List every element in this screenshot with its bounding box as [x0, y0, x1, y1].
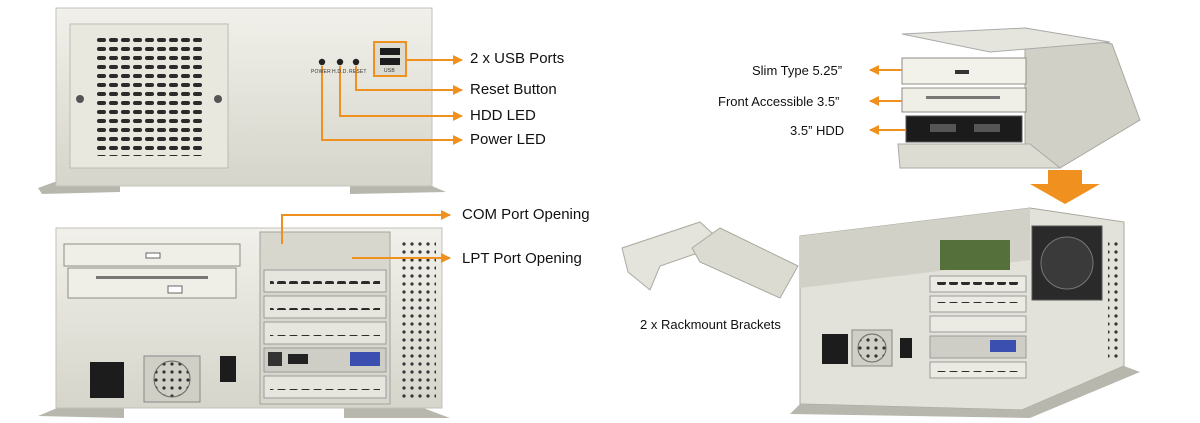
expansion-slot-covers — [263, 269, 387, 399]
rear-foot-right — [344, 406, 450, 418]
open-chassis — [790, 207, 1140, 418]
reset-button-label: Reset Button — [470, 81, 557, 98]
reset-label: RESET — [349, 69, 367, 75]
rackmount-brackets — [621, 221, 799, 299]
hdd-led-callout-label: HDD LED — [470, 107, 536, 124]
hdd-led-icon — [336, 58, 344, 66]
open-expansion-slots — [929, 275, 1027, 379]
hdd-drive — [905, 115, 1023, 143]
rackmount-brackets-label: 2 x Rackmount Brackets — [640, 317, 781, 332]
usb-label: USB — [384, 68, 395, 74]
drive-cage — [869, 27, 1141, 169]
rear-side-vent — [400, 240, 436, 400]
bracket-2 — [691, 227, 799, 299]
usb-port-2-icon — [380, 58, 400, 65]
side-vent-open — [1108, 240, 1122, 360]
usb-ports-label: 2 x USB Ports — [470, 50, 565, 67]
cage-top-plate — [901, 27, 1111, 53]
front-vent-grille — [96, 36, 202, 156]
assembly-down-arrow-icon — [1030, 170, 1100, 204]
rear-panel — [38, 210, 451, 418]
hdd-led-label: H.D.D. — [332, 69, 349, 75]
com-port-label: COM Port Opening — [462, 206, 590, 223]
power-led-label: POWER — [311, 69, 331, 75]
power-led-icon — [318, 58, 326, 66]
front-accessible-label: Front Accessible 3.5” — [718, 94, 840, 109]
bracket-1 — [621, 221, 725, 291]
floppy-drive-bay — [67, 267, 237, 299]
front-panel — [38, 7, 463, 194]
cage-base-plate — [897, 143, 1062, 169]
power-switch-icon — [220, 356, 236, 382]
hdd-label: 3.5” HDD — [790, 123, 845, 138]
door-screw-left-icon — [76, 95, 84, 103]
usb-port-1-icon — [380, 48, 400, 55]
rear-foot-left — [38, 406, 124, 418]
slim-type-label: Slim Type 5.25” — [752, 63, 843, 78]
lpt-port-label: LPT Port Opening — [462, 250, 582, 267]
floppy-drive — [901, 87, 1027, 113]
reset-button-icon — [352, 58, 360, 66]
open-power-switch-icon — [900, 338, 912, 358]
cage-side-plate — [1024, 27, 1141, 169]
door-screw-right-icon — [214, 95, 222, 103]
power-led-callout-label: Power LED — [470, 131, 546, 148]
power-inlet-icon — [90, 362, 124, 398]
open-power-inlet-icon — [822, 334, 848, 364]
